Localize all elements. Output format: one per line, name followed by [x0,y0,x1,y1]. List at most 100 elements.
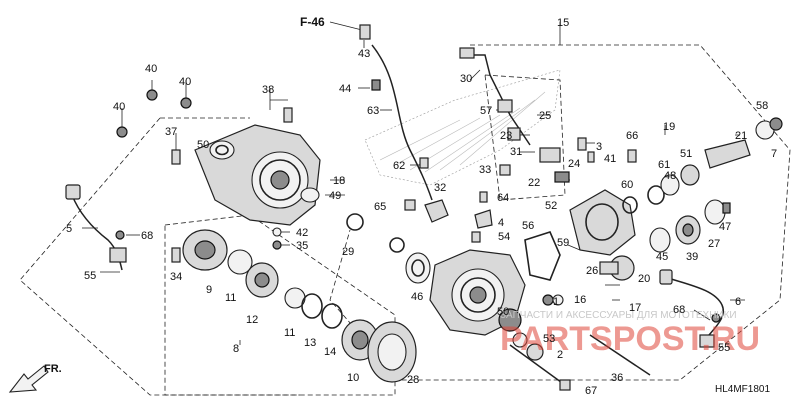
callout-57: 57 [480,105,492,117]
shift-actuator-rod [470,54,531,146]
callout-68a: 68 [141,230,153,242]
assembly-frame-breather [484,74,566,201]
callout-11a: 11 [225,292,236,304]
callout-25: 25 [539,110,551,122]
callout-56: 56 [522,220,534,232]
callout-38: 38 [262,84,274,96]
callout-68b: 68 [673,304,685,316]
callout-2: 2 [557,349,563,361]
callout-37: 37 [165,126,177,138]
callout-33: 33 [479,164,491,176]
hatched-mounting-plate [364,69,561,186]
callout-12: 12 [246,314,258,326]
callout-5: 5 [66,223,72,235]
callout-9: 9 [206,284,212,296]
bolt-37 [171,149,181,165]
callout-41: 41 [604,153,616,165]
callout-19: 19 [663,121,675,133]
bracket-32 [424,199,449,223]
callout-46: 46 [411,291,423,303]
seal-50-left [209,140,235,160]
callout-67: 67 [585,385,597,397]
watermark-brand: PARTSPOST.RU [500,320,760,358]
callout-42: 42 [296,227,308,239]
gasket-56 [524,231,561,281]
callout-32: 32 [434,182,446,194]
pinion-26 [599,255,635,281]
callout-22: 22 [528,177,540,189]
callout-40b: 40 [179,76,191,88]
callout-8: 8 [233,343,239,355]
callout-39: 39 [686,251,698,263]
nuts-40 [116,89,192,138]
long-bolt-67 [509,344,571,391]
bolt-38 [283,107,293,123]
callout-26: 26 [586,265,598,277]
assembly-frame-gear-set [164,214,396,396]
actuator-22-24 [539,147,570,183]
callout-60: 60 [621,179,633,191]
shaft-21 [704,139,751,169]
callout-55a: 55 [84,270,96,282]
valve-62 [419,157,429,169]
callout-40c: 40 [113,101,125,113]
left-cover-housing [194,124,321,226]
callout-63: 63 [367,105,379,117]
callout-54: 54 [498,231,510,243]
bolts-3-41 [577,137,595,163]
callout-17: 17 [629,302,641,314]
callout-34: 34 [170,271,182,283]
shift-linkage-30-57-25 [459,47,521,141]
callout-7: 7 [771,148,777,160]
callout-4: 4 [498,217,504,229]
long-bolt-36 [589,334,651,376]
callout-43: 43 [358,48,370,60]
callout-58: 58 [756,100,768,112]
callout-35: 35 [296,240,308,252]
callout-31: 31 [510,146,522,158]
callout-3: 3 [596,141,602,153]
callout-14: 14 [324,346,336,358]
bolt-65-29 [346,199,416,253]
callout-47: 47 [719,221,731,233]
callout-51: 51 [680,148,692,160]
bolts-16-17 [542,294,564,306]
breather-tube [371,44,433,201]
front-direction-arrow: FR. [8,363,62,393]
breather-joint-43 [359,24,371,40]
ring-gear-28 [367,321,417,383]
callout-65: 65 [374,201,386,213]
callout-13: 13 [304,337,316,349]
watermark-tagline: ЗАПЧАСТИ И АКСЕССУАРЫ ДЛЯ МОТОТЕХНИКИ [500,310,737,321]
callout-49: 49 [329,190,341,202]
callout-61: 61 [658,159,670,171]
right-housing [569,189,636,256]
callout-66: 66 [626,130,638,142]
right-speed-sensor [659,269,721,348]
callout-6: 6 [735,296,741,308]
callout-53: 53 [543,333,555,345]
callout-64: 64 [497,192,509,204]
seal-58-7 [755,117,783,140]
reference-label: F-46 [300,15,325,29]
callout-10: 10 [347,372,359,384]
callout-11b: 11 [284,327,295,339]
callout-16: 16 [574,294,586,306]
callout-28: 28 [407,374,419,386]
callout-50b: 50 [497,306,509,318]
callout-45: 45 [656,251,668,263]
clamp-44 [371,79,381,91]
bolt-47 [722,202,731,214]
callout-52: 52 [545,200,557,212]
callout-24: 24 [568,158,580,170]
callout-50a: 50 [197,139,209,151]
differential-gear-set [182,229,379,361]
callout-labels: 1 2 3 4 5 6 7 8 9 10 11 11 12 13 14 15 1… [66,17,777,397]
bearing-set-right [649,199,726,253]
callout-55b: 55 [718,342,730,354]
callout-21: 21 [735,130,747,142]
assembly-frame-left [19,117,300,396]
left-speed-sensor [65,184,127,263]
callout-30: 30 [460,73,472,85]
